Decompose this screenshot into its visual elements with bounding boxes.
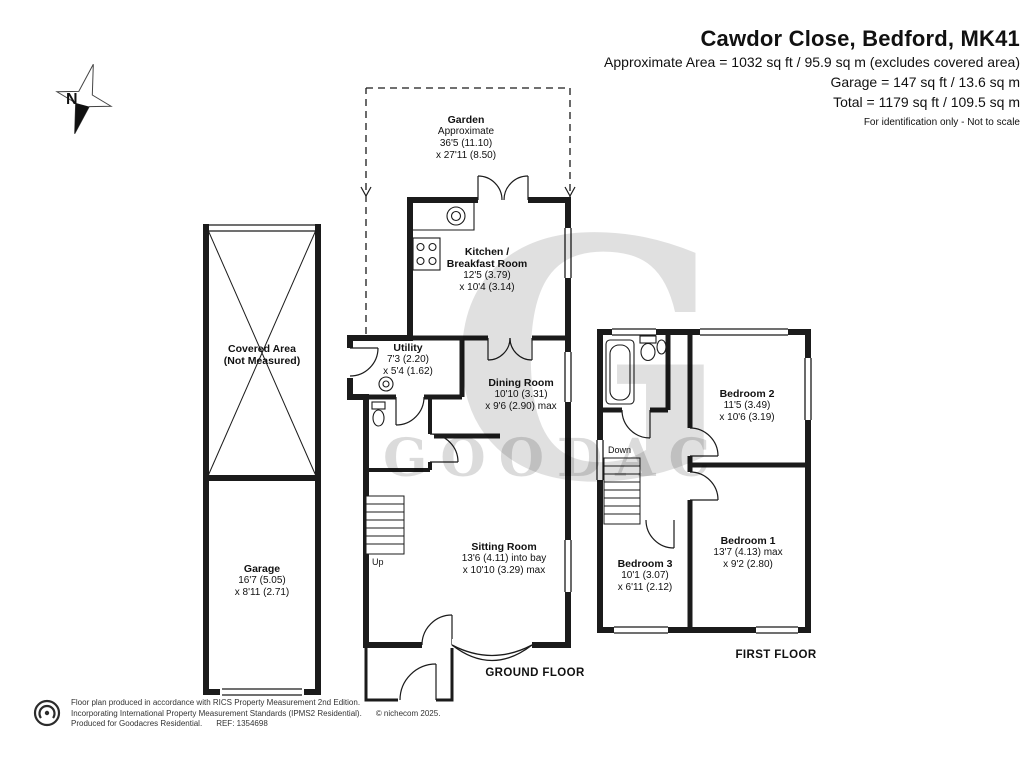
basin-icon — [656, 339, 667, 355]
compass-icon — [55, 63, 113, 135]
garden-dimension-arrows — [360, 186, 576, 198]
room-name: Bedroom 2 — [719, 388, 775, 400]
footer-copyright: © nichecom 2025. — [375, 708, 441, 718]
footer-line2: Incorporating International Property Mea… — [71, 709, 440, 720]
footer-line3: Produced for Goodacres Residential. REF: … — [71, 719, 440, 730]
room-label-bedroom1: Bedroom 1 13'7 (4.13) max x 9'2 (2.80) — [713, 535, 782, 571]
wc-door — [426, 433, 459, 463]
garden-boundary — [365, 87, 571, 334]
footer-logo-slot — [32, 698, 62, 728]
room-dim: x 27'11 (8.50) — [435, 150, 497, 161]
total-area-line: Total = 1179 sq ft / 109.5 sq m — [833, 94, 1020, 110]
footer-line2-text: Incorporating International Property Mea… — [71, 708, 362, 718]
room-label-garage: Garage 16'7 (5.05) x 8'11 (2.71) — [235, 563, 290, 599]
room-dim: x 10'10 (3.29) max — [462, 565, 546, 576]
garage-area-line: Garage = 147 sq ft / 13.6 sq m — [830, 74, 1021, 90]
room-label-covered-area: Covered Area (Not Measured) — [224, 343, 300, 367]
room-name: Bedroom 3 — [617, 558, 673, 570]
bedroom1-window — [756, 624, 798, 636]
room-name: Bedroom 1 — [720, 535, 776, 547]
first-floor-plan — [594, 326, 814, 636]
ground-floor-label: GROUND FLOOR — [485, 667, 585, 679]
footer-line3-text: Produced for Goodacres Residential. — [71, 719, 203, 728]
footer-line1: Floor plan produced in accordance with R… — [71, 698, 361, 707]
room-name: Garden — [447, 114, 485, 126]
room-dim: 12'5 (3.79) — [463, 270, 511, 281]
approx-area-line: Approximate Area = 1032 sq ft / 95.9 sq … — [604, 54, 1020, 70]
room-dim: x 5'4 (1.62) — [383, 366, 433, 377]
bay-window — [451, 639, 533, 662]
room-dim: 36'5 (11.10) — [439, 138, 493, 149]
utility-door — [344, 347, 379, 378]
room-dim: x 10'6 (3.19) — [719, 412, 775, 423]
covered-area-plan — [203, 224, 321, 478]
room-dim: 16'7 (5.05) — [238, 575, 286, 586]
porch — [364, 648, 454, 706]
kitchen-window — [562, 228, 574, 278]
room-name: Covered Area — [228, 343, 296, 355]
garage-plan — [203, 475, 321, 698]
kitchen-dining-doors — [487, 332, 533, 361]
kitchen-fixtures — [410, 200, 475, 271]
room-name: Kitchen / — [464, 246, 510, 258]
utility-hall-door — [395, 391, 425, 426]
utility-sink-icon — [378, 376, 394, 392]
stairs-down-label: Down — [608, 445, 632, 455]
room-label-kitchen: Kitchen / Breakfast Room 12'5 (3.79) x 1… — [447, 246, 528, 294]
bedroom3-window — [614, 624, 668, 636]
stairs-up — [365, 495, 405, 555]
room-dim: x 6'11 (2.12) — [617, 582, 673, 593]
wc-toilet-icon — [371, 401, 386, 427]
room-name: Utility — [393, 342, 423, 354]
first-floor-label: FIRST FLOOR — [735, 649, 817, 661]
stairs-down — [603, 457, 641, 525]
room-dim: 13'6 (4.11) into bay — [461, 553, 547, 564]
room-dim: 11'5 (3.49) — [723, 400, 771, 411]
room-note: Approximate — [437, 126, 495, 137]
room-dim: x 9'6 (2.90) max — [485, 401, 557, 412]
landing-window — [594, 440, 606, 480]
disclaimer: For identification only - Not to scale — [863, 117, 1020, 128]
ground-floor-plan — [344, 175, 574, 706]
bedroom2-side-window — [802, 358, 814, 420]
bathroom-window — [612, 326, 656, 338]
room-label-sitting: Sitting Room 13'6 (4.11) into bay x 10'1… — [462, 541, 547, 577]
room-dim: 10'1 (3.07) — [621, 570, 669, 581]
room-name: (Not Measured) — [223, 355, 301, 367]
room-label-utility: Utility 7'3 (2.20) x 5'4 (1.62) — [383, 342, 433, 378]
bedroom3-door — [645, 514, 675, 549]
compass-north-label: N — [66, 91, 78, 108]
room-label-garden: Garden Approximate 36'5 (11.10) x 27'11 … — [436, 114, 496, 162]
nichecom-logo — [33, 699, 61, 727]
room-name: Garage — [243, 563, 281, 575]
bedroom1-door — [684, 471, 719, 501]
room-dim: x 10'4 (3.14) — [459, 282, 515, 293]
room-dim: x 8'11 (2.71) — [234, 587, 290, 598]
bath-icon — [605, 339, 635, 405]
bedroom2-door — [684, 427, 719, 457]
footer-text: Floor plan produced in accordance with R… — [71, 698, 440, 730]
room-label-bedroom2: Bedroom 2 11'5 (3.49) x 10'6 (3.19) — [719, 388, 774, 424]
stairs-up-label: Up — [372, 557, 384, 567]
room-dim: x 9'2 (2.80) — [723, 559, 773, 570]
room-name: Breakfast Room — [446, 258, 528, 270]
garden-doors — [477, 175, 529, 206]
room-dim: 10'10 (3.31) — [494, 389, 548, 400]
bedroom2-top-window — [700, 326, 788, 338]
dining-window — [562, 352, 574, 402]
room-label-dining: Dining Room 10'10 (3.31) x 9'6 (2.90) ma… — [485, 377, 556, 413]
room-label-bedroom3: Bedroom 3 10'1 (3.07) x 6'11 (2.12) — [618, 558, 673, 594]
room-dim: 13'7 (4.13) max — [713, 547, 783, 558]
header: Cawdor Close, Bedford, MK41 Approximate … — [604, 26, 1020, 128]
room-dim: 7'3 (2.20) — [387, 354, 429, 365]
sitting-window — [562, 540, 574, 592]
footer: Floor plan produced in accordance with R… — [32, 698, 440, 730]
footer-ref: REF: 1354698 — [216, 719, 268, 728]
room-name: Sitting Room — [471, 541, 537, 553]
page-title: Cawdor Close, Bedford, MK41 — [700, 26, 1020, 51]
room-name: Dining Room — [488, 377, 554, 389]
toilet-icon — [639, 335, 657, 362]
bathroom-door — [621, 404, 651, 439]
